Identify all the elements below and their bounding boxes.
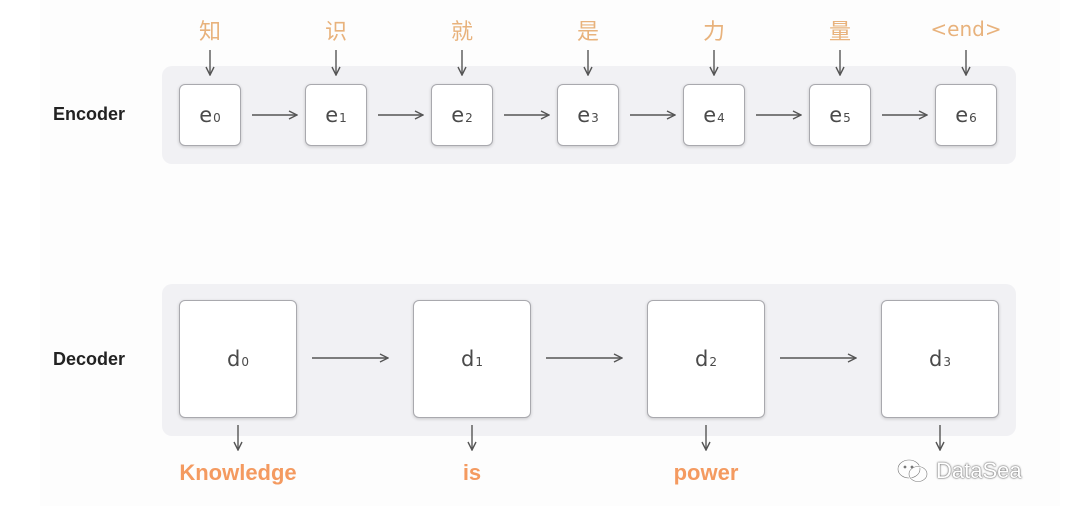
input-token-6: <end>: [930, 17, 1002, 41]
node-subscript: 3: [943, 355, 951, 369]
node-subscript: 1: [339, 111, 347, 125]
input-token-2: 就: [450, 20, 473, 45]
node-subscript: 4: [717, 111, 725, 125]
node-symbol: e: [577, 103, 591, 127]
node-symbol: e: [325, 103, 339, 127]
decoder-band: [162, 284, 1016, 436]
node-symbol: e: [955, 103, 969, 127]
output-token-0: Knowledge: [179, 460, 297, 485]
output-token-1: is: [462, 460, 482, 485]
node-symbol: e: [703, 103, 717, 127]
node-subscript: 2: [465, 111, 473, 125]
watermark: DataSea: [896, 456, 1022, 486]
encoder-label: Encoder: [53, 104, 126, 124]
node-symbol: e: [199, 103, 213, 127]
node-subscript: 6: [969, 111, 977, 125]
watermark-text: DataSea: [936, 458, 1022, 483]
node-symbol: d: [929, 347, 943, 371]
node-symbol: e: [829, 103, 843, 127]
node-symbol: d: [461, 347, 475, 371]
input-token-1: 识: [324, 20, 347, 45]
node-symbol: d: [227, 347, 241, 371]
input-token-5: 量: [828, 20, 851, 45]
wechat-icon: [897, 459, 928, 483]
node-symbol: d: [695, 347, 709, 371]
input-token-0: 知: [198, 20, 221, 45]
decoder-label: Decoder: [53, 349, 126, 369]
node-symbol: e: [451, 103, 465, 127]
node-subscript: 0: [213, 111, 221, 125]
node-subscript: 2: [709, 355, 717, 369]
node-subscript: 0: [241, 355, 249, 369]
input-token-4: 力: [702, 20, 725, 45]
input-token-3: 是: [576, 20, 599, 45]
node-subscript: 3: [591, 111, 599, 125]
node-subscript: 1: [475, 355, 483, 369]
output-token-2: power: [673, 460, 739, 485]
node-subscript: 5: [843, 111, 851, 125]
